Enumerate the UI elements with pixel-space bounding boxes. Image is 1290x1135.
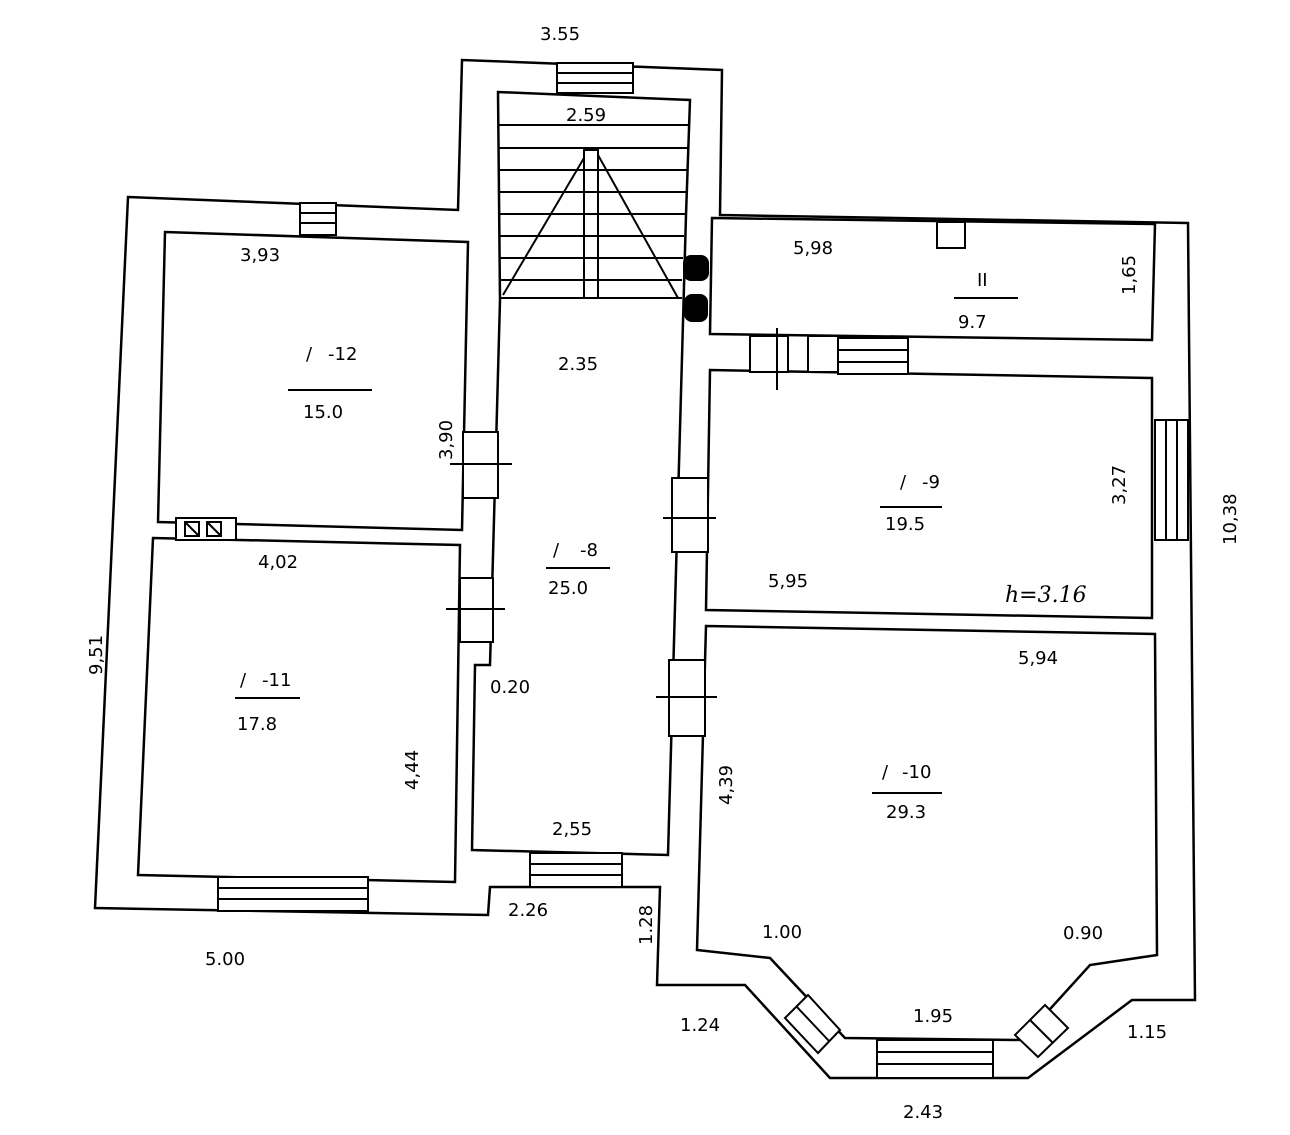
dim-bay-right: 0.90 xyxy=(1063,923,1103,944)
dim-top-outer: 3.55 xyxy=(540,24,580,45)
room-12-outline xyxy=(156,230,470,532)
dim-r11-width: 4,02 xyxy=(258,552,298,573)
dim-bay-left: 1.00 xyxy=(762,922,802,943)
room-number: -9 xyxy=(922,472,940,493)
dim-rII-width: 5,98 xyxy=(793,238,833,259)
room-area: 17.8 xyxy=(237,714,277,735)
dim-corridor-bottom: 2,55 xyxy=(552,819,592,840)
dim-corridor-step: 0.20 xyxy=(490,677,530,698)
room-8-outline xyxy=(470,90,692,857)
room-10-label: / -10 29.3 xyxy=(872,762,942,823)
chimney-icon xyxy=(684,294,708,322)
chimney-icon xyxy=(683,255,709,281)
dim-rII-depth: 1,65 xyxy=(1119,255,1140,295)
room-8-label: / -8 25.0 xyxy=(546,540,610,599)
room-11-label: / -11 17.8 xyxy=(235,670,300,735)
room-number: -11 xyxy=(262,670,291,691)
room-area: 25.0 xyxy=(548,578,588,599)
room-number: -12 xyxy=(328,344,357,365)
dim-left-bottom: 5.00 xyxy=(205,949,245,970)
dim-bay-front: 1.95 xyxy=(913,1006,953,1027)
ceiling-height-note: h=3.16 xyxy=(1005,583,1087,608)
room-area: 15.0 xyxy=(303,402,343,423)
room-prefix: / xyxy=(553,540,560,561)
room-12-label: / -12 15.0 xyxy=(288,344,372,423)
room-number: II xyxy=(977,270,988,291)
dim-bay-left-outer: 1.24 xyxy=(680,1015,720,1036)
dim-left-total: 9,51 xyxy=(86,635,107,675)
room-II-outline xyxy=(708,216,1157,342)
room-number: -10 xyxy=(902,762,931,783)
dimension-labels: 3.55 2.59 3,93 3,90 4,02 4,44 9,51 5.00 … xyxy=(86,24,1241,1123)
dim-right-total: 10,38 xyxy=(1220,493,1241,545)
room-10-outline xyxy=(695,624,1159,1042)
windows xyxy=(217,62,1189,1079)
dim-stair-width: 2.59 xyxy=(566,105,606,126)
dim-bay-outer: 2.43 xyxy=(903,1102,943,1123)
dim-porch-width: 2.26 xyxy=(508,900,548,921)
room-11-outline xyxy=(136,536,462,884)
room-prefix: / xyxy=(882,762,889,783)
staircase xyxy=(498,124,689,299)
dim-bay-right-outer: 1.15 xyxy=(1127,1022,1167,1043)
dim-r9-width: 5,95 xyxy=(768,571,808,592)
vent-box xyxy=(936,221,966,249)
dim-r10-width: 5,94 xyxy=(1018,648,1058,669)
dim-r12-width: 3,93 xyxy=(240,245,280,266)
room-number: -8 xyxy=(580,540,598,561)
room-area: 29.3 xyxy=(886,802,926,823)
dim-r9-depth: 3,27 xyxy=(1109,465,1130,505)
dim-corridor-top: 2.35 xyxy=(558,354,598,375)
room-prefix: / xyxy=(900,472,907,493)
room-II-label: II 9.7 xyxy=(954,270,1018,333)
vent-icon xyxy=(175,517,237,541)
doors xyxy=(446,328,839,737)
room-9-label: / -9 19.5 xyxy=(880,472,942,535)
room-prefix: / xyxy=(306,344,313,365)
room-area: 19.5 xyxy=(885,514,925,535)
dim-r12-depth: 3,90 xyxy=(436,420,457,460)
dim-r11-depth: 4,44 xyxy=(402,750,423,790)
room-prefix: / xyxy=(240,670,247,691)
dim-porch-depth: 1.28 xyxy=(636,905,657,945)
room-area: 9.7 xyxy=(958,312,987,333)
dim-r10-depth: 4,39 xyxy=(716,765,737,805)
